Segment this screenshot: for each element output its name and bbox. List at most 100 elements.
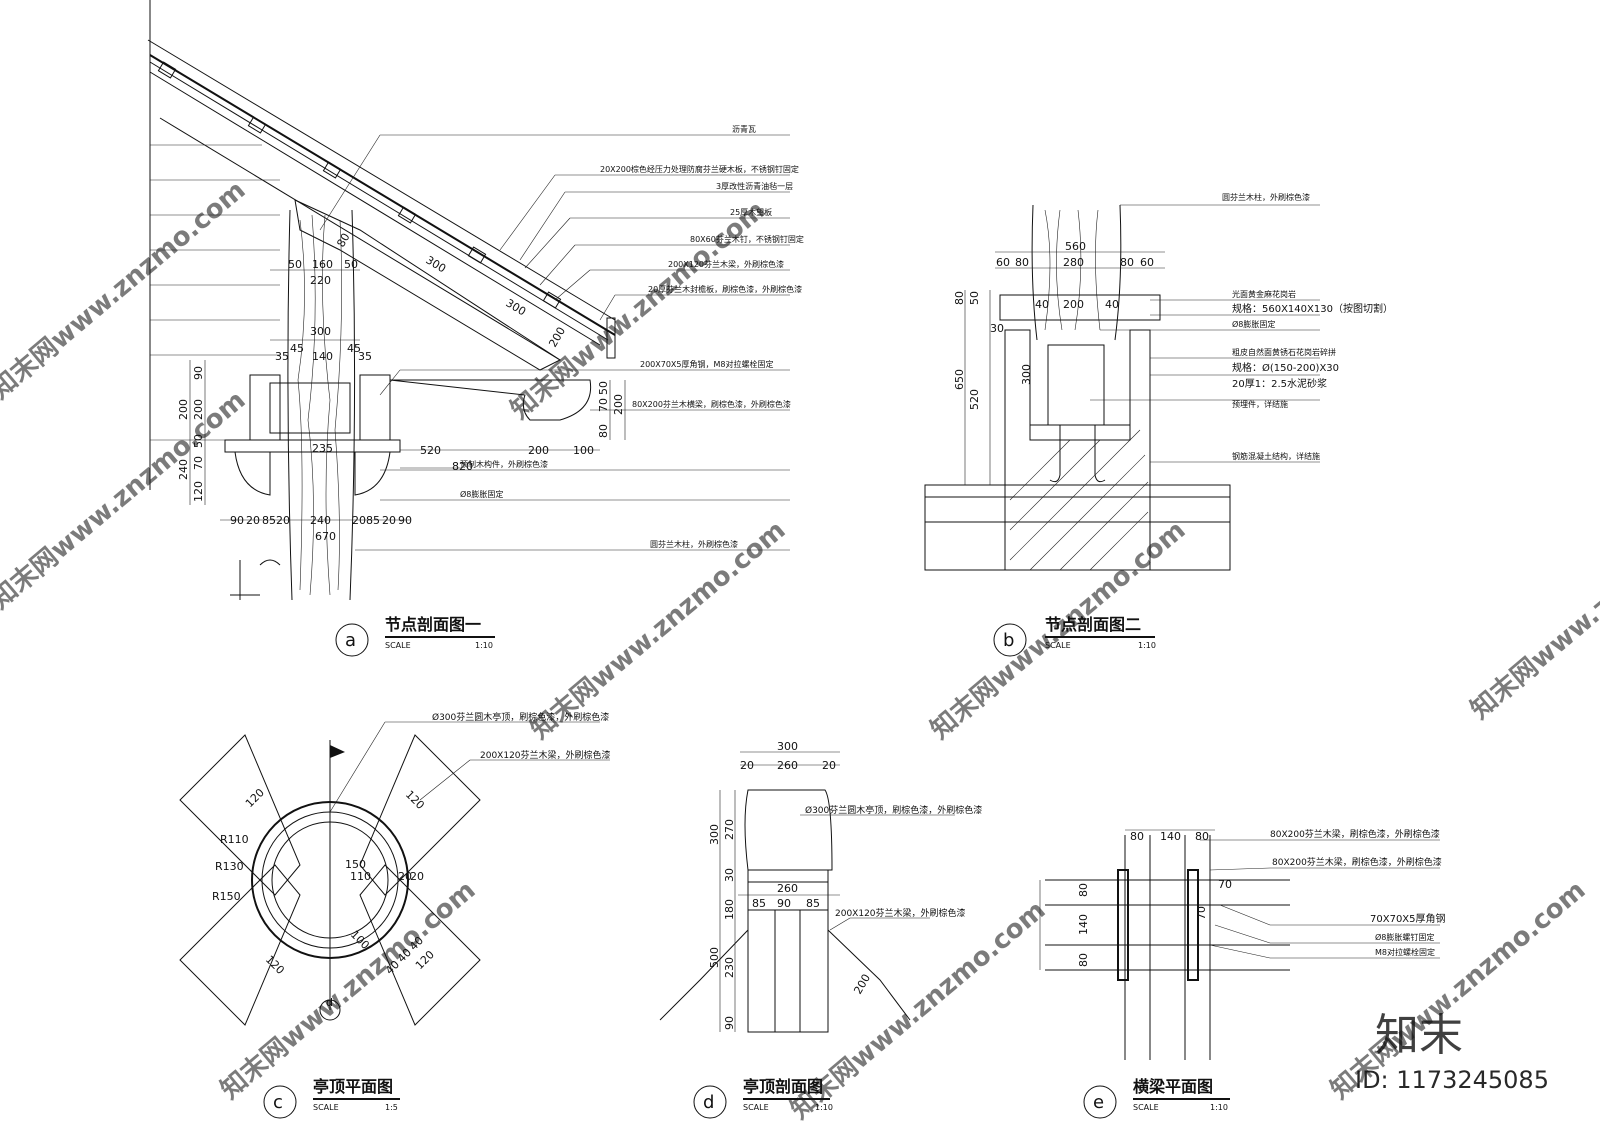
b-dim-7: 200 — [1063, 298, 1084, 311]
d-note-1: 200X120芬兰木梁，外刷棕色漆 — [835, 907, 966, 919]
detail-b-scale-label: SCALE — [1045, 641, 1071, 650]
detail-b-title: 节点剖面图二 — [1045, 615, 1141, 634]
d-dim-3: 20 — [822, 759, 836, 772]
e-dim-5: 80 — [1077, 953, 1090, 967]
a-note-9: 预制木构件，外刷棕色漆 — [460, 459, 548, 469]
a-dim-29: 820 — [452, 460, 473, 473]
b-dim-6: 40 — [1035, 298, 1049, 311]
a-dim-13: 35 — [358, 350, 372, 363]
d-dim-14: 90 — [723, 1016, 736, 1030]
detail-d-tag: d — [703, 1092, 714, 1113]
e-dim-0: 80 — [1130, 830, 1144, 843]
a-dim-1: 300 — [423, 253, 448, 275]
a-note-0: 沥青瓦 — [732, 124, 756, 134]
d-dim-12: 500 — [708, 947, 721, 968]
a-note-2: 3厚改性沥青油毡一层 — [716, 181, 793, 191]
a-dim-36: 85 — [366, 514, 380, 527]
d-dim-13: 230 — [723, 957, 736, 978]
b-dim-10: 50 — [968, 291, 981, 305]
a-dim-27: 200 — [528, 444, 549, 457]
detail-e-scale-label: SCALE — [1133, 1103, 1159, 1112]
c-dim-3: R130 — [215, 860, 244, 873]
a-dim-22: 50 — [597, 381, 610, 395]
watermark-site-7: 知末网www.znzmo.com — [785, 895, 1051, 1125]
a-dim-4: 50 — [288, 258, 302, 271]
a-note-1: 20X200棕色经压力处理防腐芬兰硬木板，不锈钢钉固定 — [600, 164, 799, 174]
detail-a-tag-circle — [335, 623, 369, 657]
c-dim-1: 120 — [403, 788, 427, 812]
a-dim-6: 50 — [344, 258, 358, 271]
detail-e-tag: e — [1093, 1092, 1104, 1113]
b-dim-3: 280 — [1063, 256, 1084, 269]
e-dim-4: 140 — [1077, 914, 1090, 935]
a-dim-16: 200 — [192, 399, 205, 420]
b-note-7: 预埋件，详结施 — [1232, 399, 1288, 409]
b-note-5: 规格：Ø(150-200)X30 — [1232, 361, 1339, 374]
b-dim-0: 560 — [1065, 240, 1086, 253]
a-dim-0: 80 — [334, 231, 352, 250]
detail-e-tag-circle — [1083, 1085, 1117, 1119]
c-dim-5: 150 — [345, 858, 366, 871]
a-dim-8: 300 — [310, 325, 331, 338]
a-dim-37: 20 — [382, 514, 396, 527]
e-dim-6: 70 — [1218, 878, 1232, 891]
e-dim-2: 80 — [1195, 830, 1209, 843]
c-note-1: 200X120芬兰木梁，外刷棕色漆 — [480, 749, 611, 761]
a-dim-33: 20 — [276, 514, 290, 527]
a-dim-24: 200 — [612, 394, 625, 415]
a-dim-26: 520 — [420, 444, 441, 457]
a-dim-11: 140 — [312, 350, 333, 363]
b-dim-1: 60 — [996, 256, 1010, 269]
detail-e-title: 横梁平面图 — [1133, 1077, 1213, 1096]
b-dim-12: 650 — [953, 369, 966, 390]
d-dim-15: 200 — [851, 972, 873, 997]
b-note-6: 20厚1：2.5水泥砂浆 — [1232, 377, 1327, 390]
d-dim-7: 260 — [777, 882, 798, 895]
a-dim-15: 200 — [177, 399, 190, 420]
c-dim-2: R110 — [220, 833, 249, 846]
a-dim-3: 200 — [546, 325, 568, 350]
d-dim-10: 85 — [806, 897, 820, 910]
a-note-4: 80X60芬兰木钉，不锈钢钉固定 — [690, 234, 804, 244]
detail-d-scale-label: SCALE — [743, 1103, 769, 1112]
a-note-7: 200X70X5厚角钢，M8对拉螺栓固定 — [640, 359, 774, 369]
watermark-id: ID: 1173245085 — [1355, 1066, 1549, 1094]
watermark-site-1: 知末网www.znzmo.com — [0, 175, 251, 405]
b-note-2: 规格：560X140X130（按图切割） — [1232, 302, 1393, 315]
a-dim-25: 80 — [597, 424, 610, 438]
watermark-site-3: 知末网www.znzmo.com — [0, 385, 251, 615]
watermark-site-6: 知末网www.znzmo.com — [215, 875, 481, 1105]
c-dim-6: 110 — [350, 870, 371, 883]
c-dim-7: 20 — [398, 870, 412, 883]
a-note-3: 25厚木望板 — [730, 207, 772, 217]
detail-c-title: 亭顶平面图 — [313, 1077, 393, 1096]
detail-e-plan: 80X200芬兰木梁，刷棕色漆，外刷棕色漆 80X200芬兰木梁，刷棕色漆，外刷… — [1039, 828, 1446, 1119]
d-dim-5: 270 — [723, 819, 736, 840]
watermark-site-5: 知末网www.znzmo.com — [925, 515, 1191, 745]
detail-a-scale: 1:10 — [475, 641, 493, 650]
b-note-8: 钢筋混凝土结构，详结施 — [1232, 451, 1320, 461]
d-dim-4: 300 — [708, 824, 721, 845]
b-dim-9: 80 — [953, 291, 966, 305]
c-marker: d — [326, 996, 333, 1009]
e-note-1: 80X200芬兰木梁，刷棕色漆，外刷棕色漆 — [1272, 856, 1442, 868]
b-dim-14: 300 — [1020, 364, 1033, 385]
c-dim-0: 120 — [243, 786, 267, 810]
d-dim-9: 90 — [777, 897, 791, 910]
a-dim-21: 235 — [312, 442, 333, 455]
a-note-11: 圆芬兰木柱，外刷棕色漆 — [650, 539, 738, 549]
detail-b-scale: 1:10 — [1138, 641, 1156, 650]
a-dim-28: 100 — [573, 444, 594, 457]
detail-a-section: 沥青瓦 20X200棕色经压力处理防腐芬兰硬木板，不锈钢钉固定 3厚改性沥青油毡… — [147, 0, 804, 657]
d-dim-6: 30 — [723, 868, 736, 882]
a-dim-12: 45 — [347, 342, 361, 355]
detail-c-tag-circle — [263, 1085, 297, 1119]
detail-a-scale-label: SCALE — [385, 641, 411, 650]
c-dim-8: 20 — [410, 870, 424, 883]
a-dim-5: 160 — [312, 258, 333, 271]
e-dim-1: 140 — [1160, 830, 1181, 843]
a-dim-7: 220 — [310, 274, 331, 287]
d-dim-11: 180 — [723, 899, 736, 920]
detail-b-tag-circle — [993, 623, 1027, 657]
b-note-3: Ø8膨胀固定 — [1232, 319, 1275, 329]
